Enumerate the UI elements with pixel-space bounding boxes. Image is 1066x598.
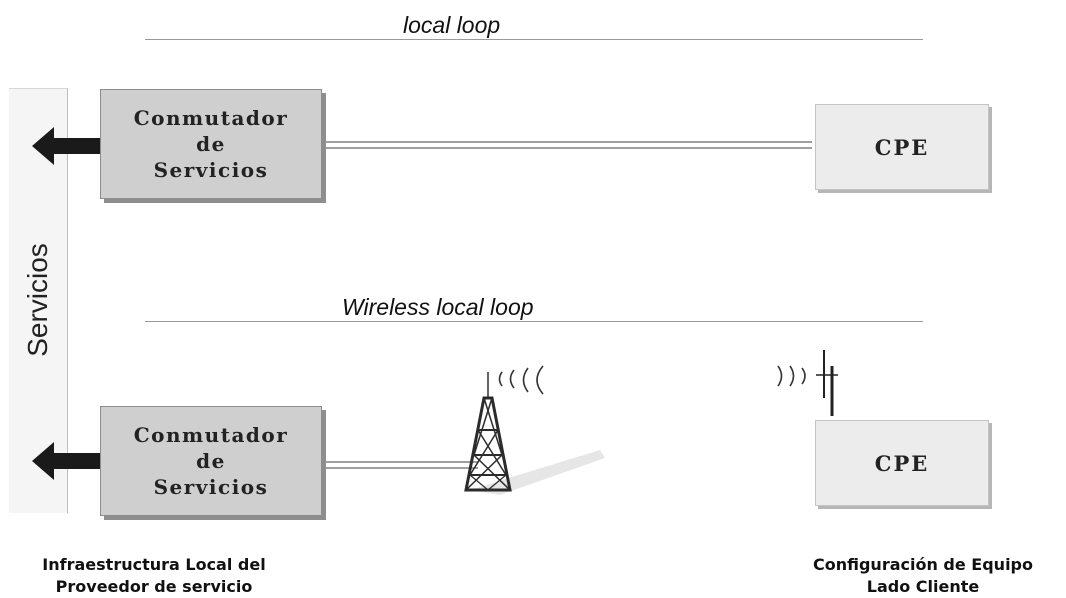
radio-waves-icon [777, 365, 806, 387]
wired-link-bottom [322, 461, 478, 469]
cpe-box-top: CPE [815, 104, 989, 190]
switch-label-line-3: Servicios [153, 475, 269, 499]
customer-equipment-label: Configuración de Equipo Lado Cliente [778, 554, 1066, 598]
wireless-local-loop-divider [145, 321, 923, 322]
provider-label-line-2: Proveedor de servicio [55, 577, 253, 596]
switch-label-line-1: Conmutador [133, 423, 289, 447]
switch-label-line-2: de [196, 449, 226, 473]
service-switch-top: Conmutador de Servicios [100, 89, 322, 199]
wired-link-top [322, 141, 812, 149]
cpe-antenna-icon [816, 350, 838, 416]
double-arrow-icon [32, 442, 132, 480]
services-bar [9, 88, 68, 513]
wireless-local-loop-title: Wireless local loop [342, 294, 534, 320]
local-loop-divider [145, 39, 923, 40]
provider-label-line-1: Infraestructura Local del [42, 555, 266, 574]
double-arrow-icon [32, 127, 132, 165]
switch-label-line-1: Conmutador [133, 106, 289, 130]
local-loop-title: local loop [403, 12, 501, 38]
cpe-label: CPE [874, 450, 930, 476]
radio-tower-icon [464, 372, 605, 495]
switch-label-line-3: Servicios [153, 158, 269, 182]
service-switch-bottom: Conmutador de Servicios [100, 406, 322, 516]
radio-waves-icon [498, 365, 544, 395]
customer-label-line-2: Lado Cliente [866, 577, 980, 596]
cpe-label: CPE [874, 134, 930, 160]
provider-infrastructure-label: Infraestructura Local del Proveedor de s… [4, 554, 304, 598]
switch-label-line-2: de [196, 132, 226, 156]
customer-label-line-1: Configuración de Equipo [812, 555, 1033, 574]
cpe-box-bottom: CPE [815, 420, 989, 506]
